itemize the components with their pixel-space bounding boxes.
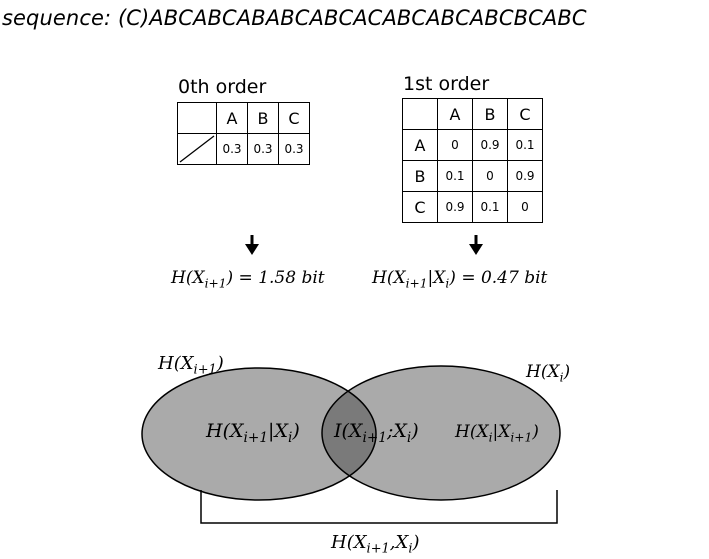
order1-cell-c-a: 0.9 bbox=[437, 191, 473, 223]
order0-table: A B C 0.3 0.3 0.3 bbox=[177, 102, 310, 165]
venn-right-ellipse bbox=[322, 366, 560, 500]
order0-corner-cell bbox=[177, 102, 217, 134]
venn-overlap-label: I(Xi+1;Xi) bbox=[334, 420, 419, 446]
order1-cell-c-c: 0 bbox=[507, 191, 543, 223]
order1-cell-c-b: 0.1 bbox=[472, 191, 508, 223]
venn-right-outer-label: H(Xi) bbox=[526, 362, 571, 385]
joint-bracket bbox=[200, 490, 558, 524]
order1-cell-a-b: 0.9 bbox=[472, 129, 508, 161]
venn-left-outer-label: H(Xi+1) bbox=[158, 353, 224, 378]
venn-left-ellipse bbox=[142, 368, 376, 500]
order1-row-label-a: A bbox=[402, 129, 438, 161]
order1-row-label-b: B bbox=[402, 160, 438, 192]
order1-table: A B C A 0 0.9 0.1 B 0.1 0 0.9 C 0.9 0.1 … bbox=[402, 98, 543, 223]
diagonal-slash-icon bbox=[179, 135, 215, 163]
order1-header-a: A bbox=[437, 98, 473, 130]
order1-corner-cell bbox=[402, 98, 438, 130]
venn-right-inner-label: H(Xi|Xi+1) bbox=[455, 422, 539, 445]
sequence-text: sequence: (C)ABCABCABABCABCACABCABCABCBC… bbox=[2, 6, 587, 30]
venn-left-outline bbox=[141, 367, 377, 501]
venn-left-inner-label: H(Xi+1|Xi) bbox=[206, 420, 300, 446]
down-arrow-icon bbox=[469, 235, 483, 255]
order0-title: 0th order bbox=[178, 76, 267, 98]
entropy0-formula: H(Xi+1) = 1.58 bit bbox=[171, 268, 325, 291]
order0-diagonal-cell bbox=[177, 133, 217, 165]
order1-title: 1st order bbox=[403, 73, 490, 95]
order0-value-b: 0.3 bbox=[247, 133, 279, 165]
order1-cell-a-c: 0.1 bbox=[507, 129, 543, 161]
venn-joint-label: H(Xi+1,Xi) bbox=[331, 532, 420, 557]
down-arrow-icon bbox=[245, 235, 259, 255]
order1-cell-b-b: 0 bbox=[472, 160, 508, 192]
venn-right-outline bbox=[321, 365, 561, 501]
order0-header-c: C bbox=[278, 102, 310, 134]
order0-value-c: 0.3 bbox=[278, 133, 310, 165]
entropy1-formula: H(Xi+1|Xi) = 0.47 bit bbox=[372, 268, 548, 291]
order1-header-c: C bbox=[507, 98, 543, 130]
